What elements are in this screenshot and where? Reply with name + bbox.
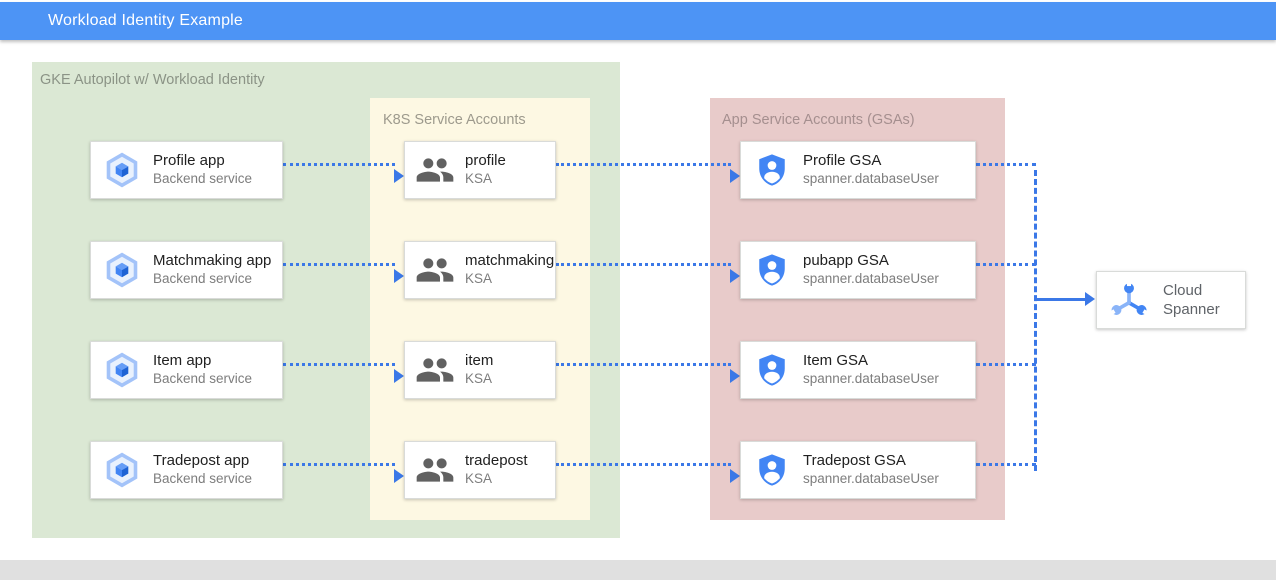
container-gke-label: GKE Autopilot w/ Workload Identity [40, 72, 265, 88]
people-icon [415, 450, 455, 490]
gke-icon [104, 252, 140, 288]
node-title: Profile app [153, 152, 225, 170]
node-item-ksa[interactable]: item KSA [404, 341, 556, 399]
line-gsa-to-bus-row3 [976, 363, 1036, 366]
node-subtitle: KSA [465, 470, 493, 486]
bus-vertical-line [1034, 170, 1037, 471]
node-title: Matchmaking app [153, 252, 272, 270]
node-title: matchmaking [465, 252, 555, 270]
arrowhead-icon [730, 469, 740, 483]
gke-icon [104, 152, 140, 188]
node-subtitle: spanner.databaseUser [803, 470, 939, 486]
shield-person-icon [754, 252, 790, 288]
arrow-app-to-ksa-row3 [283, 363, 395, 366]
node-subtitle: Backend service [153, 470, 253, 486]
node-title: item [465, 352, 494, 370]
people-icon [415, 150, 455, 190]
gke-icon [104, 352, 140, 388]
node-matchmaking-app[interactable]: Matchmaking app Backend service [90, 241, 283, 299]
horizontal-scrollbar[interactable] [0, 560, 1276, 580]
node-profile-app[interactable]: Profile app Backend service [90, 141, 283, 199]
node-tradepost-ksa[interactable]: tradepost KSA [404, 441, 556, 499]
node-subtitle: KSA [465, 270, 493, 286]
gke-icon [104, 452, 140, 488]
node-item-app[interactable]: Item app Backend service [90, 341, 283, 399]
container-ksa-label: K8S Service Accounts [383, 112, 526, 128]
arrowhead-icon [730, 169, 740, 183]
node-subtitle: Backend service [153, 270, 253, 286]
node-title: Item GSA [803, 352, 869, 370]
node-cloud-spanner[interactable]: Cloud Spanner [1096, 271, 1246, 329]
node-title: Profile GSA [803, 152, 882, 170]
people-icon [415, 350, 455, 390]
node-subtitle: spanner.databaseUser [803, 170, 939, 186]
arrow-app-to-ksa-row2 [283, 263, 395, 266]
node-subtitle: KSA [465, 370, 493, 386]
node-subtitle: Backend service [153, 370, 253, 386]
node-title: tradepost [465, 452, 528, 470]
arrowhead-icon [394, 169, 404, 183]
node-profile-ksa[interactable]: profile KSA [404, 141, 556, 199]
arrowhead-icon [394, 269, 404, 283]
shield-person-icon [754, 152, 790, 188]
cloud-spanner-icon [1107, 278, 1151, 322]
arrowhead-icon [1085, 292, 1095, 306]
node-title: Tradepost GSA [803, 452, 906, 470]
node-pubapp-gsa[interactable]: pubapp GSA spanner.databaseUser [740, 241, 976, 299]
arrow-bus-to-spanner [1036, 298, 1086, 301]
shield-person-icon [754, 452, 790, 488]
line-gsa-to-bus-row4 [976, 463, 1036, 466]
node-tradepost-app[interactable]: Tradepost app Backend service [90, 441, 283, 499]
arrowhead-icon [394, 369, 404, 383]
node-item-gsa[interactable]: Item GSA spanner.databaseUser [740, 341, 976, 399]
node-matchmaking-ksa[interactable]: matchmaking KSA [404, 241, 556, 299]
arrowhead-icon [730, 269, 740, 283]
node-subtitle: spanner.databaseUser [803, 270, 939, 286]
node-subtitle: Backend service [153, 170, 253, 186]
arrow-app-to-ksa-row4 [283, 463, 395, 466]
node-profile-gsa[interactable]: Profile GSA spanner.databaseUser [740, 141, 976, 199]
node-title: pubapp GSA [803, 252, 889, 270]
node-title: Tradepost app [153, 452, 250, 470]
node-title: profile [465, 152, 506, 170]
node-subtitle: spanner.databaseUser [803, 370, 939, 386]
line-gsa-to-bus-row2 [976, 263, 1036, 266]
node-tradepost-gsa[interactable]: Tradepost GSA spanner.databaseUser [740, 441, 976, 499]
node-subtitle: KSA [465, 170, 493, 186]
page-title: Workload Identity Example [48, 12, 244, 29]
node-title: Item app [153, 352, 212, 370]
arrowhead-icon [394, 469, 404, 483]
arrow-ksa-to-gsa-row1 [556, 163, 731, 166]
container-gsa-label: App Service Accounts (GSAs) [722, 112, 915, 128]
arrow-ksa-to-gsa-row2 [556, 263, 731, 266]
header-bar: Workload Identity Example [0, 2, 1276, 40]
node-title: Cloud Spanner [1163, 281, 1220, 319]
arrow-ksa-to-gsa-row4 [556, 463, 731, 466]
shield-person-icon [754, 352, 790, 388]
arrowhead-icon [730, 369, 740, 383]
people-icon [415, 250, 455, 290]
arrow-ksa-to-gsa-row3 [556, 363, 731, 366]
line-gsa-to-bus-row1 [976, 163, 1036, 166]
arrow-app-to-ksa-row1 [283, 163, 395, 166]
